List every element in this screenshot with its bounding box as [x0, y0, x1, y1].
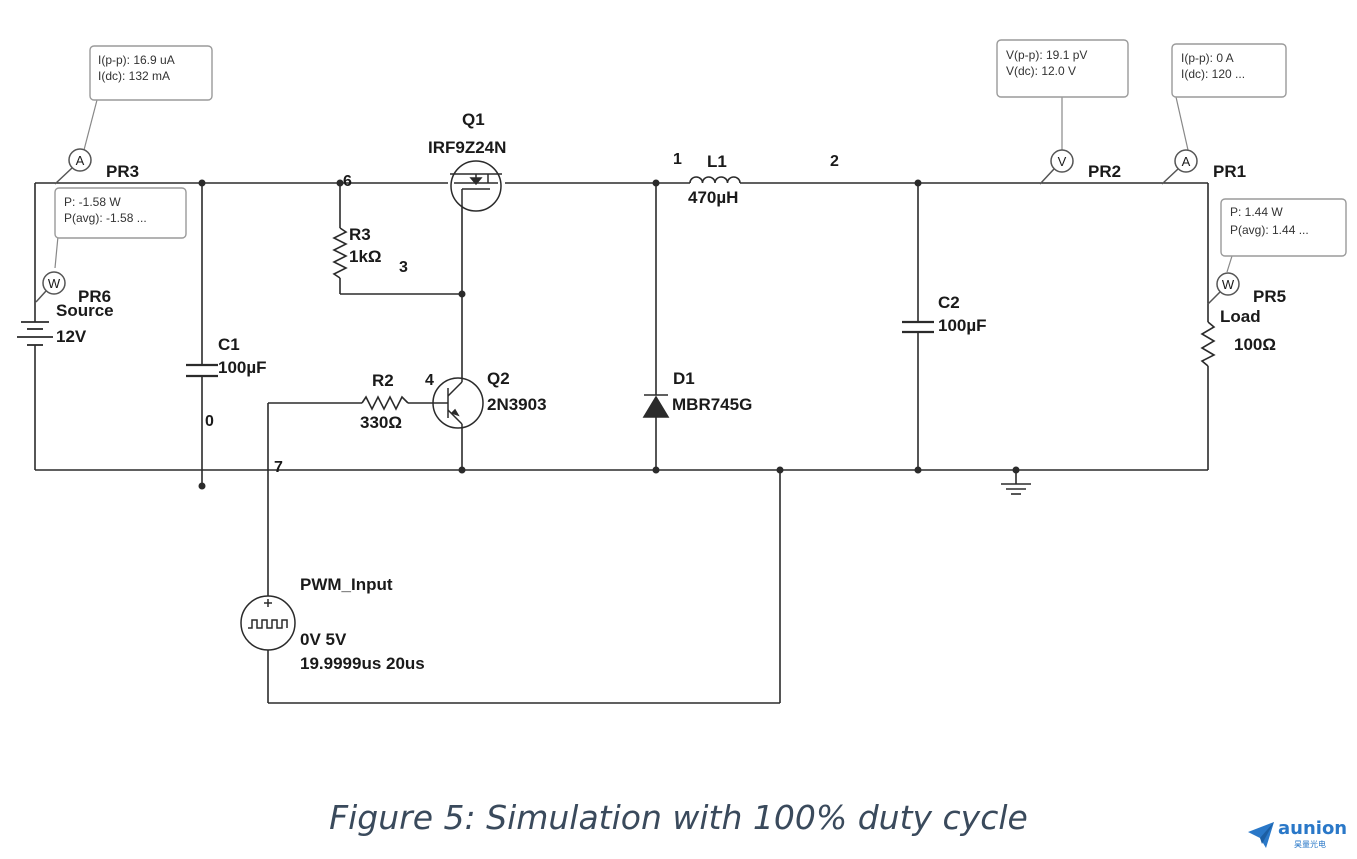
pr6-wattmeter-icon[interactable]: W — [35, 271, 66, 303]
r2-name: R2 — [372, 371, 394, 390]
pr6-readout-box: P: -1.58 W P(avg): -1.58 ... — [54, 187, 187, 239]
l1-inductor-symbol — [689, 176, 741, 184]
pr2-voltmeter-icon[interactable]: V — [1039, 149, 1074, 185]
r3-value: 1kΩ — [349, 247, 382, 266]
svg-text:A: A — [76, 153, 85, 168]
load-value: 100Ω — [1234, 335, 1276, 354]
l1-name: L1 — [707, 152, 727, 171]
d1-name: D1 — [673, 369, 695, 388]
svg-text:V: V — [1058, 154, 1067, 169]
svg-text:I(p-p): 16.9 uA: I(p-p): 16.9 uA — [98, 53, 175, 67]
svg-text:P(avg): -1.58 ...: P(avg): -1.58 ... — [64, 211, 147, 225]
q2-bjt-symbol — [432, 377, 484, 429]
net-label-3: 3 — [399, 259, 408, 276]
pr2-readout-box: V(p-p): 19.1 pV V(dc): 12.0 V — [996, 39, 1129, 98]
r2-value: 330Ω — [360, 413, 402, 432]
svg-text:P: 1.44 W: P: 1.44 W — [1230, 205, 1283, 219]
d1-value: MBR745G — [672, 395, 752, 414]
l1-value: 470µH — [688, 188, 738, 207]
svg-text:I(dc): 132 mA: I(dc): 132 mA — [98, 69, 170, 83]
q2-value: 2N3903 — [487, 395, 547, 414]
pwm-source-symbol — [240, 595, 296, 651]
q1-mosfet-symbol — [450, 160, 502, 212]
source-name: Source — [56, 301, 114, 320]
probe-leaders — [54, 96, 1233, 273]
load-resistor-symbol — [1200, 321, 1216, 367]
svg-text:A: A — [1182, 154, 1191, 169]
brand-name: aunion — [1278, 818, 1348, 839]
net-label-0: 0 — [205, 413, 214, 430]
pr2-name: PR2 — [1088, 162, 1121, 181]
pr1-name: PR1 — [1213, 162, 1246, 181]
svg-text:P: -1.58 W: P: -1.58 W — [64, 195, 121, 209]
net-label-4: 4 — [425, 372, 434, 389]
svg-text:I(p-p): 0 A: I(p-p): 0 A — [1181, 51, 1234, 65]
pwm-timing: 19.9999us 20us — [300, 654, 425, 673]
net-label-6: 6 — [343, 173, 352, 190]
wires — [34, 182, 1209, 704]
svg-text:V(dc): 12.0 V: V(dc): 12.0 V — [1006, 64, 1076, 78]
d1-diode-symbol — [642, 394, 670, 418]
pr1-readout-box: I(p-p): 0 A I(dc): 120 ... — [1171, 43, 1287, 98]
c1-value: 100µF — [218, 358, 267, 377]
pr3-ammeter-icon[interactable]: A — [54, 148, 92, 185]
svg-text:P(avg): 1.44 ...: P(avg): 1.44 ... — [1230, 223, 1309, 237]
q1-value: IRF9Z24N — [428, 138, 506, 157]
svg-text:V(p-p): 19.1 pV: V(p-p): 19.1 pV — [1006, 48, 1087, 62]
brand-logo: aunion 昊量光电 — [1246, 818, 1350, 852]
q1-name: Q1 — [462, 110, 485, 129]
pr5-readout-box: P: 1.44 W P(avg): 1.44 ... — [1220, 198, 1347, 257]
svg-text:W: W — [48, 276, 61, 291]
pr5-name: PR5 — [1253, 287, 1286, 306]
r3-resistor-symbol — [332, 227, 348, 279]
c2-value: 100µF — [938, 316, 987, 335]
source-value: 12V — [56, 327, 87, 346]
figure-caption: Figure 5: Simulation with 100% duty cycl… — [329, 798, 1028, 837]
svg-text:I(dc): 120 ...: I(dc): 120 ... — [1181, 67, 1245, 81]
paper-plane-icon — [1248, 822, 1274, 848]
r3-name: R3 — [349, 225, 371, 244]
net-label-2: 2 — [830, 153, 839, 170]
c2-capacitor-symbol — [902, 320, 934, 334]
brand-subtitle: 昊量光电 — [1294, 840, 1326, 849]
pr3-readout-box: I(p-p): 16.9 uA I(dc): 132 mA — [89, 45, 213, 101]
pr6-name: PR6 — [78, 287, 111, 306]
pwm-name: PWM_Input — [300, 575, 393, 594]
schematic-canvas: A W V A W I(p-p): 16.9 uA I(dc): 132 mA … — [17, 39, 1347, 704]
c2-name: C2 — [938, 293, 960, 312]
pr3-name: PR3 — [106, 162, 139, 181]
c1-capacitor-symbol — [186, 363, 218, 378]
net-label-1: 1 — [673, 151, 682, 168]
net-label-7: 7 — [274, 459, 283, 476]
load-name: Load — [1220, 307, 1261, 326]
c1-name: C1 — [218, 335, 240, 354]
q2-name: Q2 — [487, 369, 510, 388]
r2-resistor-symbol — [361, 395, 409, 411]
ground-symbol — [1001, 483, 1031, 495]
pr1-ammeter-icon[interactable]: A — [1161, 149, 1198, 185]
source-battery-symbol — [17, 321, 53, 346]
pr5-wattmeter-icon[interactable]: W — [1207, 272, 1240, 305]
svg-text:W: W — [1222, 277, 1235, 292]
pwm-levels: 0V 5V — [300, 630, 347, 649]
junction-dots — [198, 179, 1020, 490]
